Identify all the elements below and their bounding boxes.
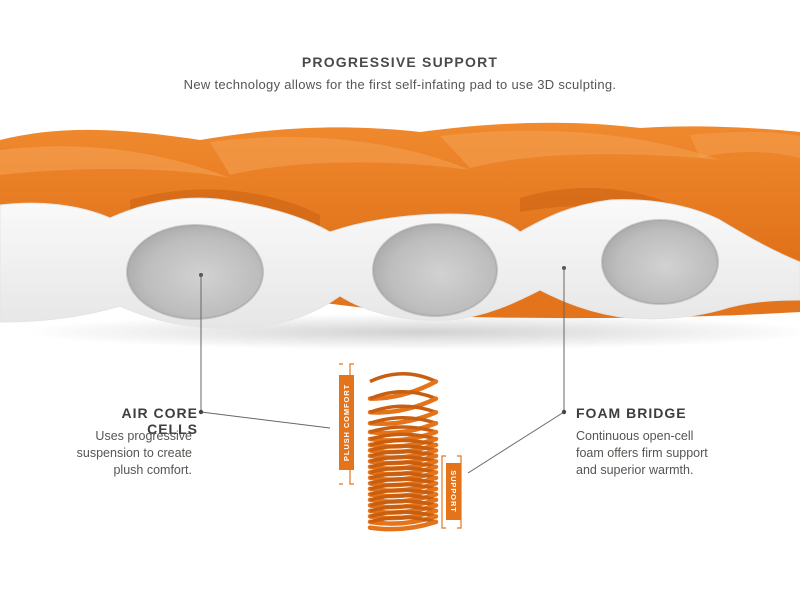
- spring-coil-front: [367, 379, 439, 401]
- support-tag: SUPPORT: [446, 463, 461, 520]
- spring-coil-back: [369, 432, 437, 441]
- spring-coil-back: [369, 515, 437, 524]
- page-title: PROGRESSIVE SUPPORT: [301, 54, 499, 70]
- spring-coil-back: [369, 444, 437, 453]
- fabric-ridge-highlight: [0, 146, 230, 178]
- spring-coil-back: [369, 471, 437, 480]
- spring-coil-front: [367, 396, 439, 415]
- pad-shadow: [20, 314, 800, 350]
- spring-coil-front: [367, 410, 439, 427]
- spring-coil-back: [369, 404, 437, 414]
- air-core-cells-title: AIR CORE CELLS: [121, 405, 198, 437]
- plush-comfort-label: PLUSH COMFORT: [342, 383, 351, 462]
- spring-coil-back: [369, 390, 437, 401]
- air-core-cells-description: Uses progressive suspension to create pl…: [40, 428, 192, 479]
- air-core-end-dot: [198, 409, 204, 415]
- spring-coil-back: [369, 455, 437, 464]
- spring-coil-front: [367, 519, 439, 532]
- foam-bridge-leader-diagonal: [467, 411, 565, 474]
- spring-coil-back: [369, 438, 437, 447]
- spring-coil-back: [369, 477, 437, 486]
- support-label: SUPPORT: [449, 470, 458, 513]
- air-core-cell: [127, 225, 263, 319]
- plush-comfort-bracket: [339, 363, 343, 485]
- spring-coil-back: [369, 488, 437, 497]
- fabric-ridge-highlight: [440, 130, 720, 168]
- foam-bridge-title: FOAM BRIDGE: [576, 405, 687, 421]
- spring-coil-back: [369, 482, 437, 491]
- spring-coil-back: [369, 449, 437, 458]
- fabric-ridge-highlight: [210, 137, 470, 175]
- page-subtitle: New technology allows for the first self…: [183, 77, 617, 92]
- foam-bridge-description-line: foam offers firm support: [576, 446, 708, 460]
- spring-coil-back: [369, 372, 437, 384]
- spring-coil-back: [369, 416, 437, 425]
- foam-bridge-description-line: Continuous open-cell: [576, 429, 694, 443]
- foam-bridge-description: Continuous open-cell foam offers firm su…: [576, 428, 776, 479]
- plush-comfort-tag: PLUSH COMFORT: [339, 375, 354, 470]
- air-core-cell-rim: [126, 224, 264, 320]
- air-core-cell-rim: [601, 219, 719, 305]
- foam-bridge-description-line: and superior warmth.: [576, 463, 694, 477]
- spring-coil-front: [367, 514, 439, 526]
- air-core-cell-rim: [372, 223, 498, 317]
- support-bracket: [441, 455, 446, 529]
- air-core-cell: [373, 224, 497, 316]
- spring-coil-front: [367, 420, 439, 436]
- air-core-leader-diagonal: [200, 411, 331, 429]
- spring-coil-back: [369, 466, 437, 475]
- progressive-spring: [367, 372, 439, 532]
- support-bracket: [457, 455, 462, 529]
- spring-coil-back: [369, 460, 437, 469]
- air-core-description-line: suspension to create: [76, 446, 192, 460]
- spring-coil-back: [369, 504, 437, 513]
- air-core-description-line: plush comfort.: [113, 463, 192, 477]
- spring-coil-back: [369, 510, 437, 519]
- air-core-description-line: Uses progressive: [95, 429, 192, 443]
- foam-bridge-end-dot: [561, 409, 567, 415]
- air-core-cell: [602, 220, 718, 304]
- spring-coil-back: [369, 493, 437, 502]
- spring-coil-back: [369, 425, 437, 434]
- spring-coil-back: [369, 499, 437, 508]
- fabric-ridge-highlight: [690, 132, 800, 158]
